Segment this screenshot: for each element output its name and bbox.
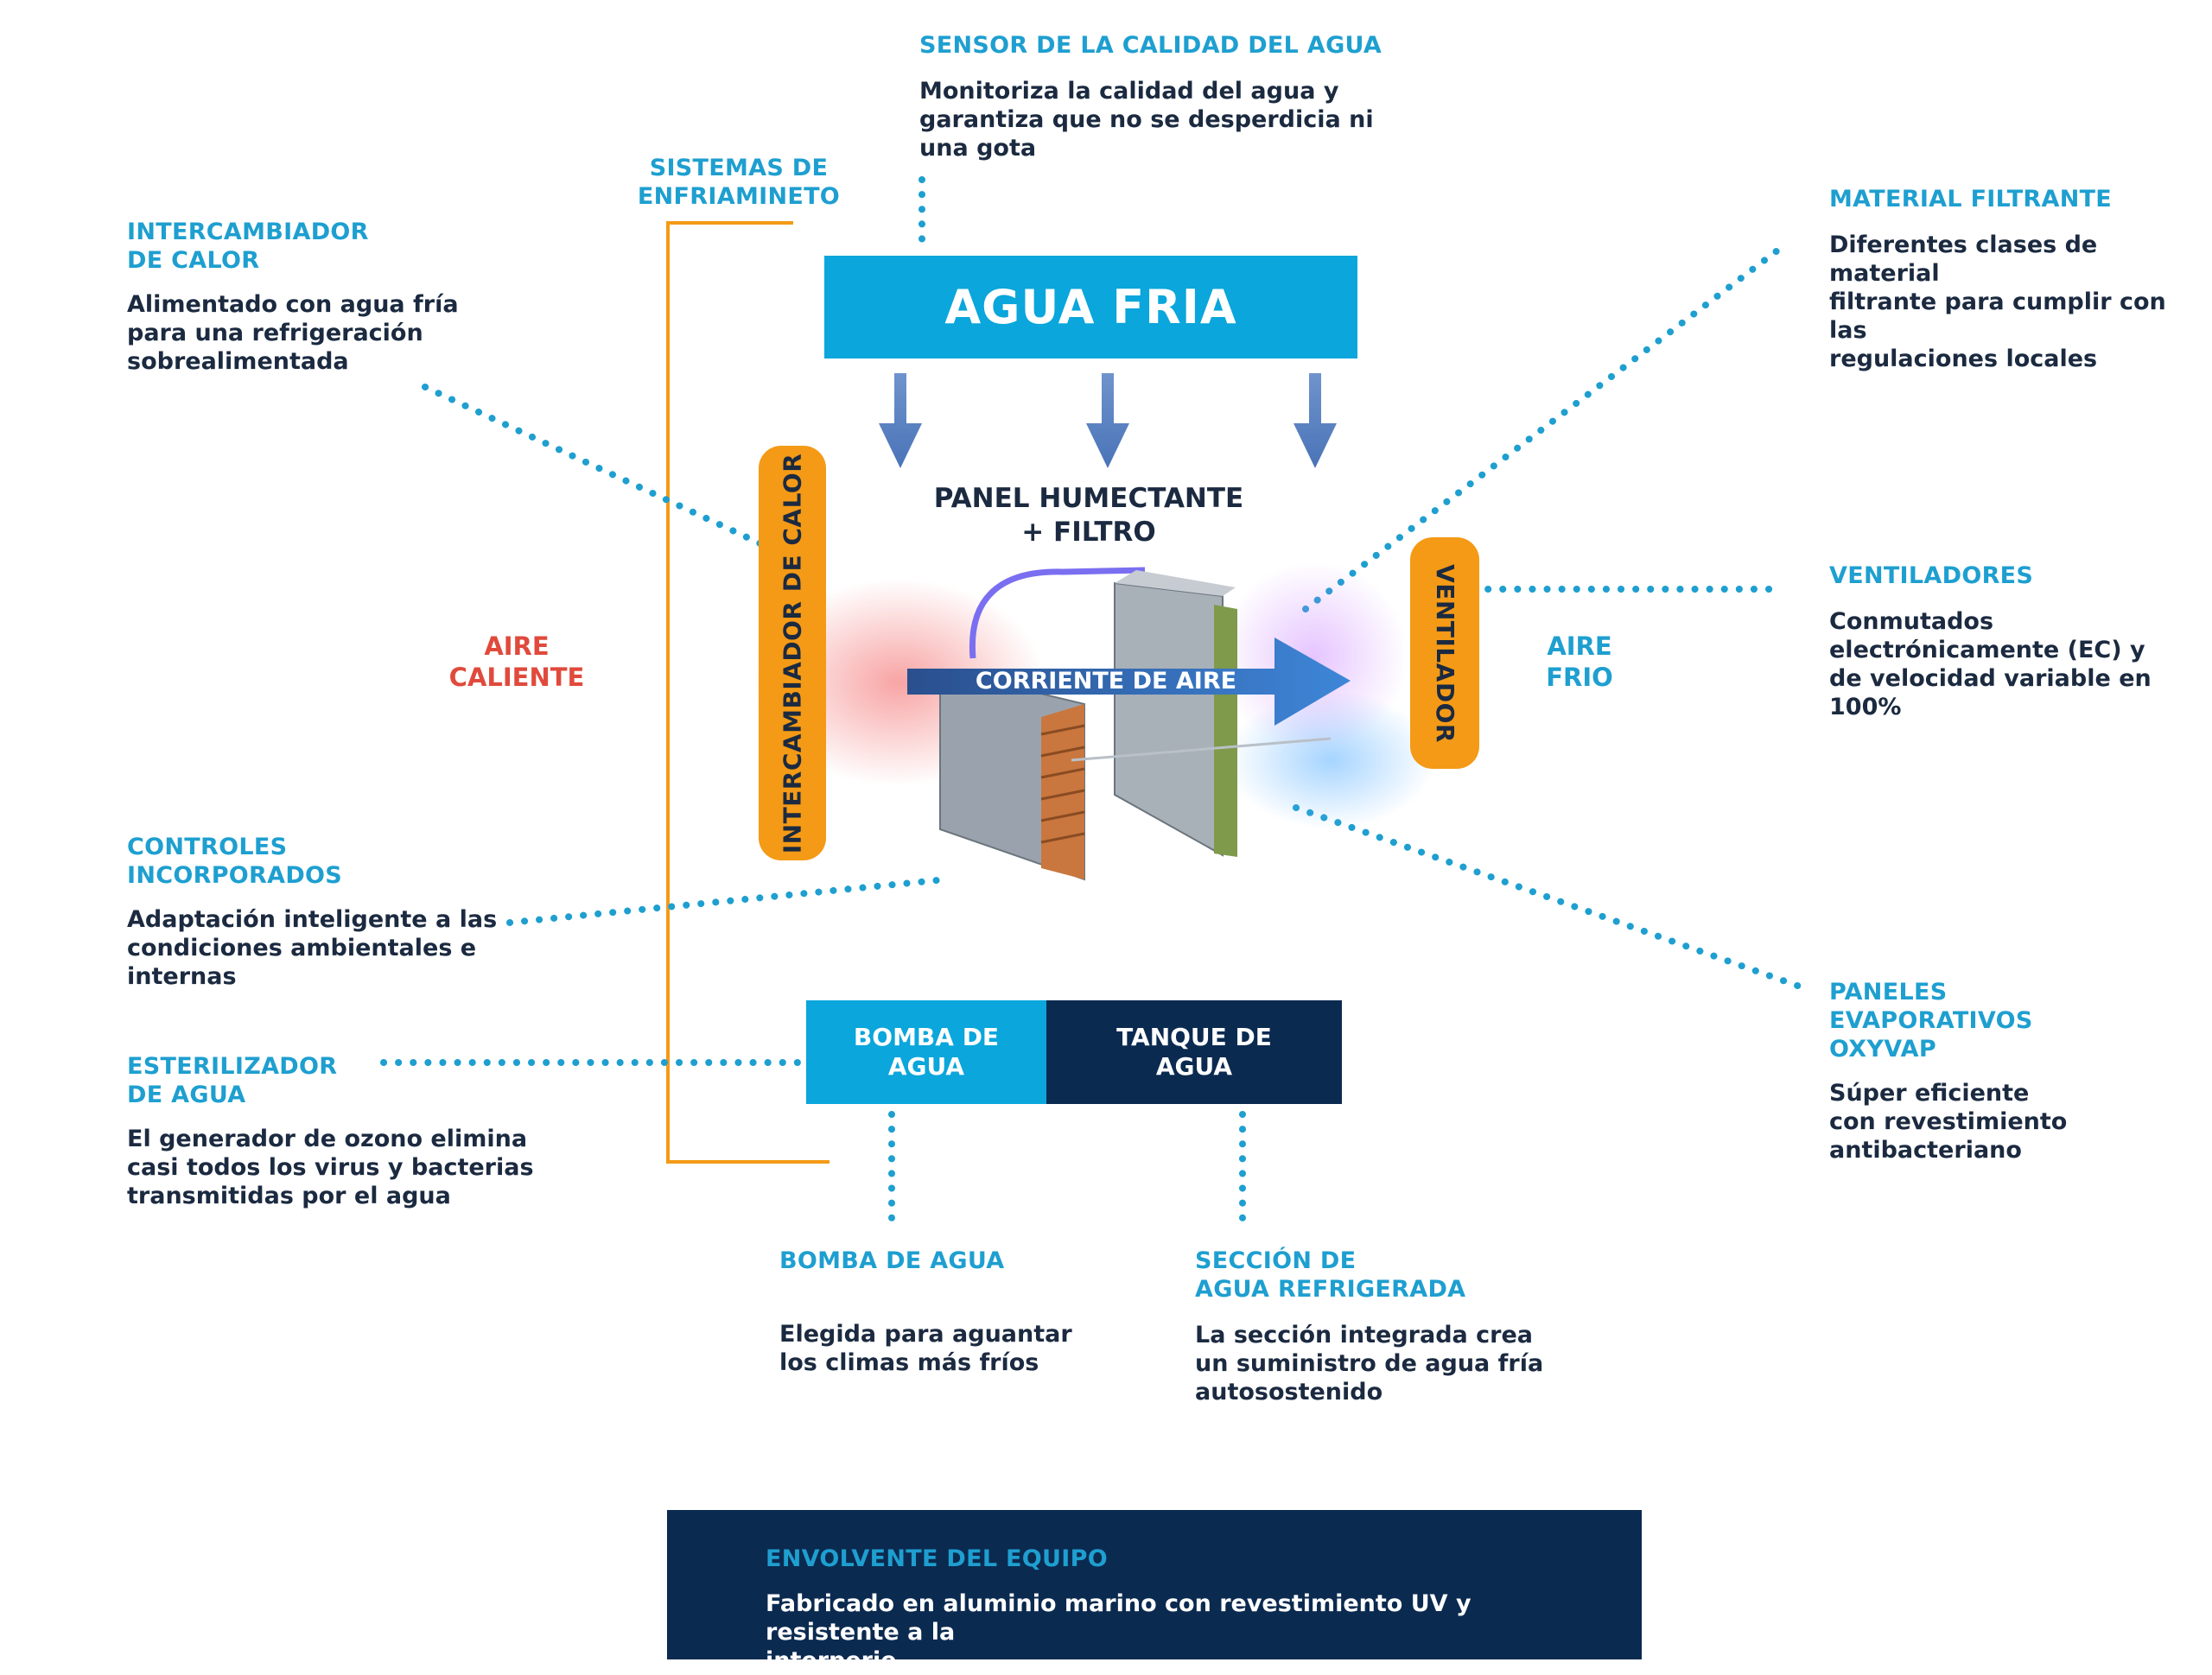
callout-paneles-text: Súper eficiente con revestimiento antiba… <box>1829 1080 2068 1164</box>
callout-esterilizador-title: ESTERILIZADOR DE AGUA <box>127 1053 338 1108</box>
water-arrow-3 <box>1294 373 1337 468</box>
panel-title: PANEL HUMECTANTE + FILTRO <box>933 483 1244 548</box>
callout-controles: CONTROLES INCORPORADOS Adaptación inteli… <box>127 833 507 991</box>
sistemas-bracket <box>666 221 830 1164</box>
envolvente-text: Fabricado en aluminio marino con revesti… <box>766 1590 1471 1674</box>
water-arrow-2 <box>1086 373 1129 468</box>
intercambiador-pill-label: INTERCAMBIADOR DE CALOR <box>778 453 807 853</box>
callout-seccion: SECCIÓN DE AGUA REFRIGERADA La sección i… <box>1195 1247 1558 1406</box>
callout-seccion-title: SECCIÓN DE AGUA REFRIGERADA <box>1195 1247 1466 1303</box>
tanque-box: TANQUE DE AGUA <box>1046 1000 1342 1104</box>
airflow-arrow <box>907 638 1351 726</box>
callout-sensor-text: Monitoriza la calidad del agua y garanti… <box>919 78 1374 162</box>
connector-intercambiador <box>422 384 769 549</box>
water-arrow-1 <box>879 373 922 468</box>
callout-paneles-title: PANELES EVAPORATIVOS OXYVAP <box>1829 979 2033 1063</box>
connector-paneles <box>1293 804 1803 990</box>
water-pipe <box>969 567 1146 659</box>
envolvente-box: ENVOLVENTE DEL EQUIPO Fabricado en alumi… <box>667 1510 1642 1674</box>
callout-ventiladores-text: Conmutados electrónicamente (EC) y de ve… <box>1829 608 2152 720</box>
callout-esterilizador: ESTERILIZADOR DE AGUA El generador de oz… <box>127 1052 542 1210</box>
agua-fria-box: AGUA FRIA <box>824 256 1357 358</box>
callout-sensor-title: SENSOR DE LA CALIDAD DEL AGUA <box>919 32 1382 59</box>
sistemas-label: SISTEMAS DE ENFRIAMINETO <box>637 155 841 210</box>
connector-controles <box>506 876 950 926</box>
callout-seccion-text: La sección integrada crea un suministro … <box>1195 1322 1544 1405</box>
callout-paneles: PANELES EVAPORATIVOS OXYVAP Súper eficie… <box>1829 978 2192 1164</box>
bomba-box: BOMBA DE AGUA <box>806 1000 1046 1104</box>
callout-material-text: Diferentes clases de material filtrante … <box>1829 232 2166 372</box>
callout-material-title: MATERIAL FILTRANTE <box>1829 186 2113 213</box>
callout-ventiladores-title: VENTILADORES <box>1829 562 2034 589</box>
callout-controles-title: CONTROLES INCORPORADOS <box>127 834 343 889</box>
callout-bomba: BOMBA DE AGUA Elegida para aguantar los … <box>779 1247 1108 1377</box>
callout-ventiladores: VENTILADORES Conmutados electrónicamente… <box>1829 562 2201 721</box>
callout-intercambiador-title: INTERCAMBIADOR DE CALOR <box>127 219 369 274</box>
airflow-label: CORRIENTE DE AIRE <box>975 668 1237 695</box>
envolvente-title: ENVOLVENTE DEL EQUIPO <box>766 1545 1108 1572</box>
callout-controles-text: Adaptación inteligente a las condiciones… <box>127 906 498 990</box>
callout-intercambiador: INTERCAMBIADOR DE CALOR Alimentado con a… <box>127 218 490 376</box>
callout-intercambiador-text: Alimentado con agua fría para una refrig… <box>127 291 459 375</box>
aire-frio-label: AIRE FRIO <box>1546 631 1613 692</box>
intercambiador-pill: INTERCAMBIADOR DE CALOR <box>759 446 826 860</box>
connector-material <box>1302 247 1781 612</box>
ventilador-pill: VENTILADOR <box>1410 537 1479 769</box>
callout-sensor: SENSOR DE LA CALIDAD DEL AGUA Monitoriza… <box>919 31 1403 162</box>
callout-bomba-text: Elegida para aguantar los climas más frí… <box>779 1321 1072 1376</box>
callout-material: MATERIAL FILTRANTE Diferentes clases de … <box>1829 185 2201 373</box>
callout-esterilizador-text: El generador de ozono elimina casi todos… <box>127 1126 534 1209</box>
heat-exchanger-unit <box>939 668 1085 881</box>
callout-bomba-title: BOMBA DE AGUA <box>779 1247 1005 1274</box>
ventilador-pill-label: VENTILADOR <box>1430 563 1459 743</box>
aire-caliente-label: AIRE CALIENTE <box>448 631 585 692</box>
violet-glow <box>1218 562 1408 752</box>
humidifier-panel-unit <box>1071 570 1332 857</box>
